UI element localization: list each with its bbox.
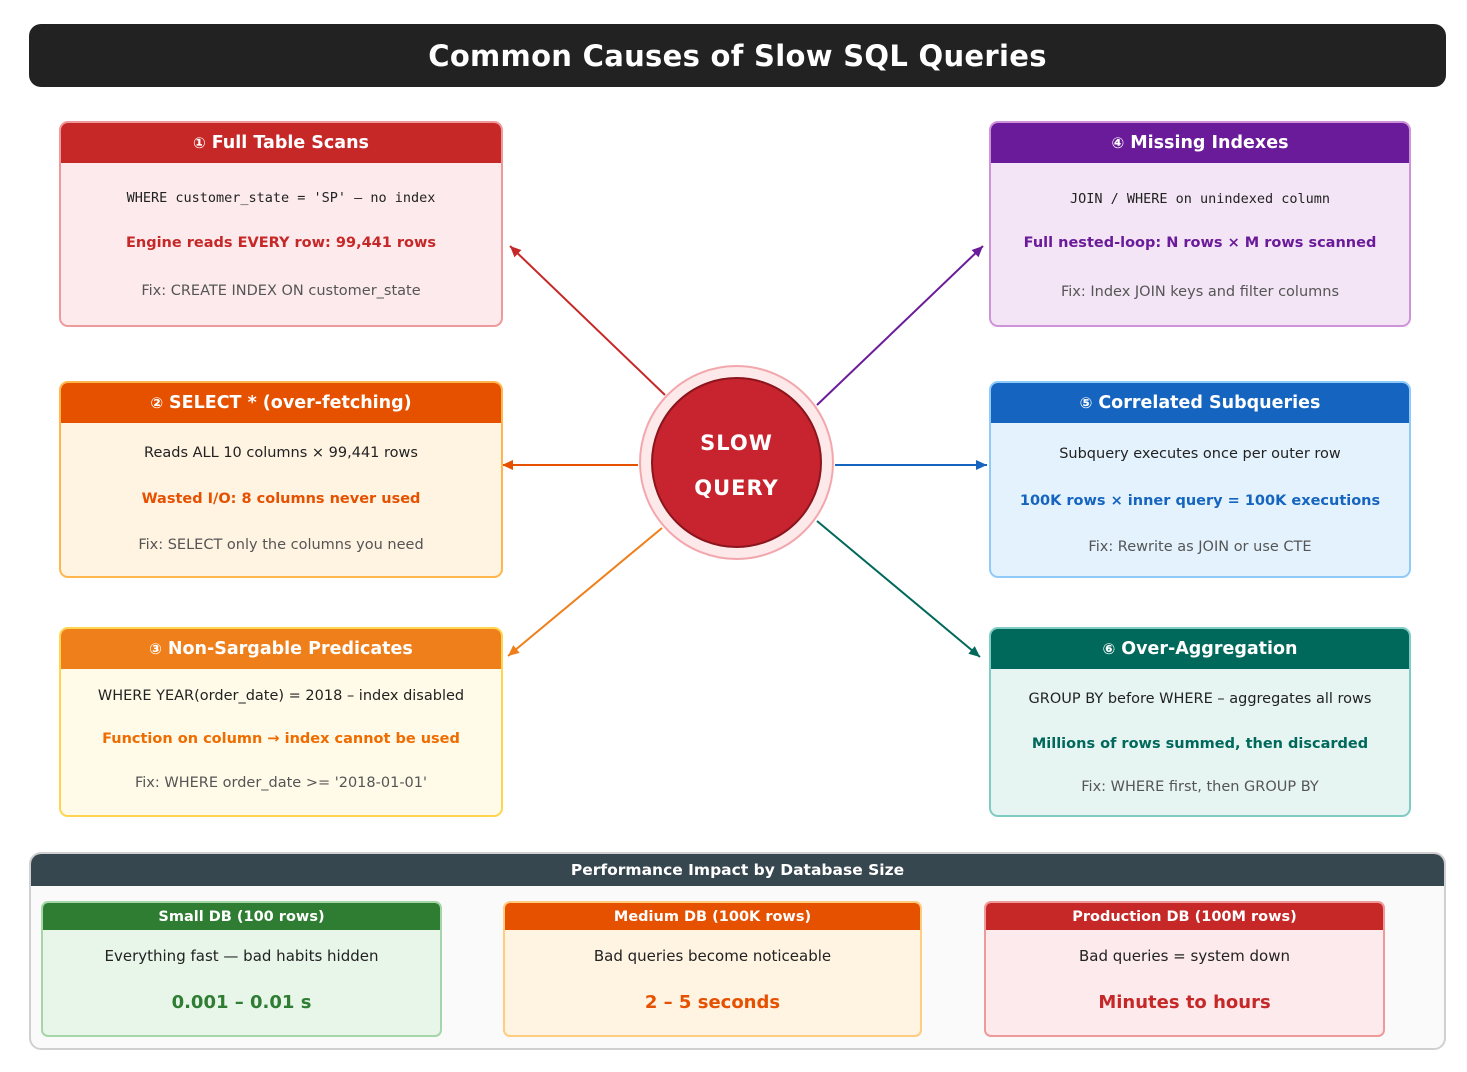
card-impact: Millions of rows summed, then discarded (1031, 736, 1369, 752)
card-example: WHERE customer_state = 'SP' – no index (126, 190, 436, 206)
card-fix: Fix: CREATE INDEX ON customer_state (141, 283, 421, 299)
card-title: Correlated Subqueries (1098, 393, 1321, 413)
center-label-line1: SLOW (700, 431, 773, 455)
card-example: GROUP BY before WHERE – aggregates all r… (1028, 691, 1372, 707)
card-fix: Fix: Index JOIN keys and filter columns (1060, 284, 1340, 300)
card-header: ④ Missing Indexes (991, 123, 1409, 163)
card-number: ② (150, 394, 164, 412)
arrowhead-full-table-scans (510, 246, 522, 258)
cause-card-missing-indexes: ④ Missing Indexes JOIN / WHERE on uninde… (989, 121, 1411, 327)
card-header: ⑥ Over-Aggregation (991, 629, 1409, 669)
tier-label: Small DB (100 rows) (43, 903, 440, 930)
arrow-to-non-sargable (507, 527, 663, 657)
card-impact: Function on column → index cannot be use… (102, 731, 460, 747)
arrowhead-select-star (502, 460, 513, 470)
tier-value: Minutes to hours (1098, 992, 1271, 1013)
cause-card-over-aggregation: ⑥ Over-Aggregation GROUP BY before WHERE… (989, 627, 1411, 817)
card-fix: Fix: WHERE order_date >= '2018-01-01' (134, 775, 427, 791)
tier-card-small-db: Small DB (100 rows) Everything fast — ba… (41, 901, 442, 1037)
card-impact: 100K rows × inner query = 100K execution… (1019, 493, 1381, 509)
performance-title: Performance Impact by Database Size (31, 854, 1444, 886)
center-label-line2: QUERY (694, 476, 779, 500)
card-fix: Fix: SELECT only the columns you need (138, 537, 424, 553)
cause-card-correlated-subqueries: ⑤ Correlated Subqueries Subquery execute… (989, 381, 1411, 578)
arrow-to-missing-indexes (816, 245, 984, 406)
card-title: Missing Indexes (1130, 133, 1289, 153)
card-example: JOIN / WHERE on unindexed column (1069, 191, 1331, 207)
performance-panel: Performance Impact by Database Size Smal… (29, 852, 1446, 1050)
arrow-to-over-aggregation (816, 520, 981, 658)
card-title: Full Table Scans (211, 133, 369, 153)
arrowhead-non-sargable (508, 645, 520, 656)
tier-value: 2 – 5 seconds (644, 992, 781, 1013)
card-number: ⑤ (1079, 394, 1093, 412)
tier-card-medium-db: Medium DB (100K rows) Bad queries become… (503, 901, 922, 1037)
card-example: WHERE YEAR(order_date) = 2018 – index di… (97, 688, 465, 704)
arrowhead-missing-indexes (971, 246, 983, 258)
slow-query-node (651, 377, 822, 548)
card-example: Reads ALL 10 columns × 99,441 rows (144, 445, 418, 461)
card-header: ③ Non-Sargable Predicates (61, 629, 501, 669)
page-title: Common Causes of Slow SQL Queries (428, 38, 1047, 73)
arrowhead-over-aggregation (968, 646, 980, 657)
card-number: ③ (149, 640, 162, 658)
tier-label: Production DB (100M rows) (986, 903, 1383, 930)
tier-card-production-db: Production DB (100M rows) Bad queries = … (984, 901, 1385, 1037)
tier-label: Medium DB (100K rows) (505, 903, 920, 930)
card-title: SELECT * (over-fetching) (169, 393, 412, 413)
tier-description: Everything fast — bad habits hidden (104, 947, 379, 965)
cause-card-full-table-scans: ① Full Table Scans WHERE customer_state … (59, 121, 503, 327)
card-fix: Fix: WHERE first, then GROUP BY (1081, 779, 1319, 795)
card-fix: Fix: Rewrite as JOIN or use CTE (1088, 539, 1312, 555)
arrow-to-full-table-scans (509, 245, 666, 396)
card-impact: Wasted I/O: 8 columns never used (141, 491, 421, 507)
card-number: ⑥ (1102, 640, 1116, 658)
card-example: Subquery executes once per outer row (1059, 446, 1341, 462)
arrowhead-correlated-subqueries (976, 460, 987, 470)
card-impact: Engine reads EVERY row: 99,441 rows (125, 235, 437, 251)
card-header: ② SELECT * (over-fetching) (61, 383, 501, 423)
card-title: Over-Aggregation (1121, 639, 1298, 659)
card-number: ④ (1111, 134, 1125, 152)
tier-description: Bad queries become noticeable (593, 947, 832, 965)
tier-description: Bad queries = system down (1079, 947, 1290, 965)
card-header: ⑤ Correlated Subqueries (991, 383, 1409, 423)
tier-value: 0.001 – 0.01 s (171, 992, 312, 1013)
title-bar: Common Causes of Slow SQL Queries (29, 24, 1446, 87)
card-number: ① (193, 134, 206, 152)
card-title: Non-Sargable Predicates (167, 639, 413, 659)
cause-card-non-sargable: ③ Non-Sargable Predicates WHERE YEAR(ord… (59, 627, 503, 817)
cause-card-select-star: ② SELECT * (over-fetching) Reads ALL 10 … (59, 381, 503, 578)
card-impact: Full nested-loop: N rows × M rows scanne… (1023, 235, 1377, 251)
card-header: ① Full Table Scans (61, 123, 501, 163)
